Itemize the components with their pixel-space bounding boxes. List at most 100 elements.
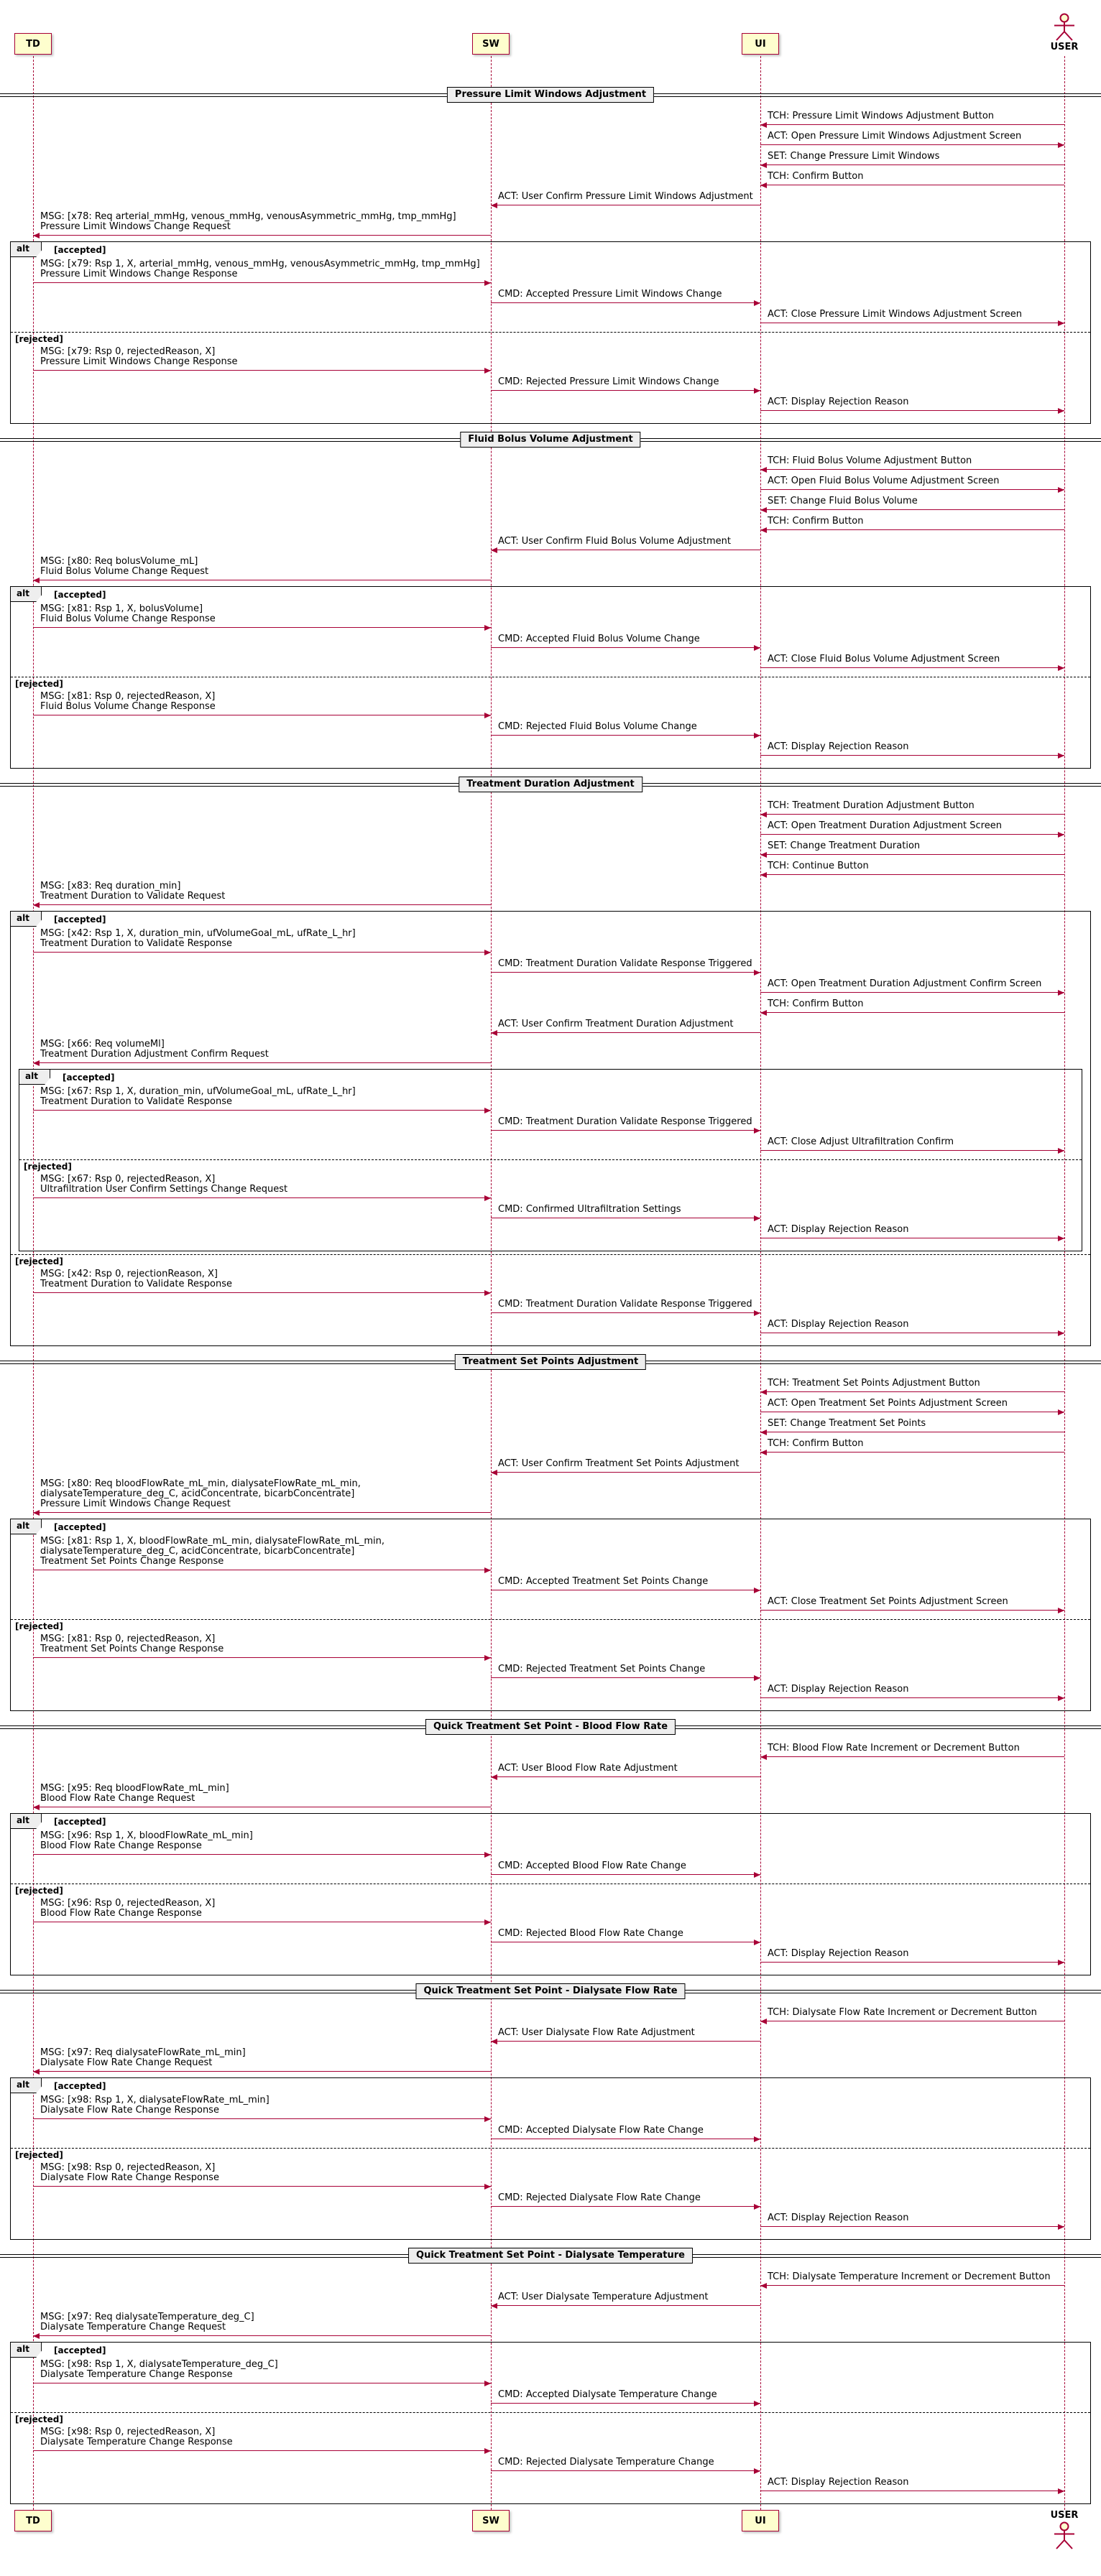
message-arrowhead: [491, 547, 497, 553]
message-line: [760, 1610, 1064, 1611]
message-label: MSG: [x96: Rsp 1, X, bloodFlowRate_mL_mi…: [40, 1831, 253, 1851]
message-label: CMD: Accepted Dialysate Flow Rate Change: [498, 2126, 704, 2136]
section-divider-title: Quick Treatment Set Point - Dialysate Te…: [408, 2248, 693, 2264]
message-arrowhead: [1058, 831, 1064, 838]
message-line: [491, 972, 760, 973]
message-label-line: CMD: Rejected Dialysate Temperature Chan…: [498, 2457, 714, 2468]
message-label-line: MSG: [x81: Rsp 1, X, bolusVolume]: [40, 603, 203, 614]
message-label: MSG: [x95: Req bloodFlowRate_mL_min]Bloo…: [40, 1784, 229, 1804]
message-label-line: TCH: Blood Flow Rate Increment or Decrem…: [768, 1743, 1020, 1753]
message-arrowhead: [33, 577, 40, 583]
message-arrowhead: [1058, 1695, 1064, 1701]
message-label: MSG: [x83: Req duration_min]Treatment Du…: [40, 881, 225, 902]
message-label-line: ACT: Close Fluid Bolus Volume Adjustment…: [768, 654, 1000, 664]
message-label-line: Fluid Bolus Volume Change Response: [40, 613, 216, 624]
message-label: ACT: Open Treatment Duration Adjustment …: [768, 821, 1002, 831]
alt-frame-condition: [accepted]: [54, 914, 106, 925]
message-label: CMD: Rejected Dialysate Temperature Chan…: [498, 2457, 714, 2468]
alt-else-condition: [rejected]: [15, 1256, 63, 1266]
message-line: [760, 2285, 1064, 2286]
message-label-line: CMD: Accepted Fluid Bolus Volume Change: [498, 634, 700, 644]
message-label-line: SET: Change Treatment Duration: [768, 840, 921, 851]
message-label: ACT: User Confirm Treatment Duration Adj…: [498, 1019, 733, 1029]
message-label: ACT: User Confirm Treatment Set Points A…: [498, 1459, 739, 1469]
alt-frame-label: alt: [11, 2078, 42, 2093]
message-label-line: MSG: [x98: Rsp 1, X, dialysateTemperatur…: [40, 2359, 278, 2370]
message-arrowhead: [754, 1215, 760, 1221]
message-label-line: dialysateTemperature_deg_C, acidConcentr…: [40, 1488, 355, 1499]
message-label: MSG: [x80: Req bloodFlowRate_mL_min, dia…: [40, 1479, 361, 1509]
message-arrowhead: [484, 1289, 491, 1296]
message-label-line: MSG: [x96: Rsp 0, rejectedReason, X]: [40, 1898, 216, 1909]
message-label: CMD: Accepted Pressure Limit Windows Cha…: [498, 289, 722, 300]
message-label-line: ACT: Display Rejection Reason: [768, 1224, 909, 1235]
message-arrowhead: [1058, 320, 1064, 326]
message-label: ACT: Display Rejection Reason: [768, 1685, 908, 1695]
message-label-line: CMD: Accepted Dialysate Temperature Chan…: [498, 2389, 717, 2400]
alt-frame-label: alt: [11, 2343, 42, 2358]
alt-else-line: [11, 332, 1090, 333]
message-label: MSG: [x81: Rsp 1, X, bloodFlowRate_mL_mi…: [40, 1537, 384, 1567]
message-label-line: CMD: Rejected Pressure Limit Windows Cha…: [498, 376, 719, 387]
section-divider-title: Fluid Bolus Volume Adjustment: [460, 432, 641, 448]
message-label: SET: Change Fluid Bolus Volume: [768, 496, 918, 506]
message-label: SET: Change Pressure Limit Windows: [768, 152, 939, 162]
message-label: MSG: [x98: Rsp 0, rejectedReason, X]Dial…: [40, 2163, 219, 2183]
message-label: TCH: Fluid Bolus Volume Adjustment Butto…: [768, 456, 972, 466]
message-label-line: TCH: Dialysate Temperature Increment or …: [768, 2271, 1051, 2282]
message-line: [760, 124, 1064, 125]
message-label: ACT: Display Rejection Reason: [768, 742, 908, 752]
alt-frame-label: alt: [11, 1814, 42, 1829]
message-label: TCH: Confirm Button: [768, 999, 863, 1009]
message-arrowhead: [484, 1919, 491, 1925]
message-label-line: Pressure Limit Windows Change Request: [40, 221, 231, 232]
message-arrowhead: [491, 202, 497, 208]
message-arrowhead: [760, 811, 767, 817]
message-line: [33, 370, 491, 371]
message-arrowhead: [1058, 142, 1064, 148]
message-label-line: dialysateTemperature_deg_C, acidConcentr…: [40, 1546, 355, 1557]
message-line: [491, 1677, 760, 1678]
message-label-line: TCH: Treatment Set Points Adjustment But…: [768, 1378, 980, 1389]
message-label-line: MSG: [x79: Rsp 1, X, arterial_mmHg, veno…: [40, 259, 480, 269]
message-arrowhead: [760, 121, 767, 128]
message-arrowhead: [754, 1310, 760, 1316]
message-line: [33, 2450, 491, 2451]
message-arrowhead: [754, 2136, 760, 2142]
message-label-line: ACT: Open Treatment Duration Adjustment …: [768, 978, 1042, 989]
alt-frame-condition: [accepted]: [54, 1522, 106, 1532]
participant-sw-bottom: SW: [472, 2510, 510, 2531]
message-line: [760, 992, 1064, 993]
alt-else-line: [11, 1254, 1090, 1255]
message-arrowhead: [484, 712, 491, 718]
alt-frame-label: alt: [19, 1070, 50, 1085]
message-line: [760, 529, 1064, 530]
message-label: ACT: Open Treatment Duration Adjustment …: [768, 979, 1041, 989]
message-arrowhead: [1058, 2488, 1064, 2494]
message-label: CMD: Accepted Treatment Set Points Chang…: [498, 1577, 708, 1587]
section-divider-title: Treatment Set Points Adjustment: [454, 1354, 647, 1370]
message-label: CMD: Treatment Duration Validate Respons…: [498, 959, 752, 969]
message-label-line: ACT: Display Rejection Reason: [768, 741, 909, 752]
message-label-line: Treatment Duration to Validate Request: [40, 891, 226, 902]
alt-else-condition: [rejected]: [15, 1886, 63, 1896]
message-label: ACT: Open Fluid Bolus Volume Adjustment …: [768, 476, 1000, 486]
participant-td-top: TD: [14, 33, 52, 55]
message-label: ACT: Open Treatment Set Points Adjustmen…: [768, 1399, 1008, 1409]
message-label-line: TCH: Confirm Button: [768, 516, 864, 527]
message-arrowhead: [760, 466, 767, 473]
message-label-line: MSG: [x78: Req arterial_mmHg, venous_mmH…: [40, 211, 456, 222]
message-label: CMD: Rejected Pressure Limit Windows Cha…: [498, 377, 719, 387]
alt-else-condition: [rejected]: [15, 2150, 63, 2160]
message-line: [491, 1874, 760, 1875]
message-label-line: MSG: [x96: Rsp 1, X, bloodFlowRate_mL_mi…: [40, 1830, 253, 1841]
message-label-line: MSG: [x80: Req bolusVolume_mL]: [40, 556, 198, 567]
message-line: [33, 282, 491, 283]
message-line: [760, 2226, 1064, 2227]
message-line: [33, 2071, 491, 2072]
message-label-line: ACT: Display Rejection Reason: [768, 1684, 909, 1695]
message-arrowhead: [484, 2116, 491, 2122]
message-arrowhead: [1058, 752, 1064, 759]
message-label-line: MSG: [x97: Req dialysateFlowRate_mL_min]: [40, 2047, 246, 2058]
message-label-line: Treatment Set Points Change Response: [40, 1644, 224, 1654]
